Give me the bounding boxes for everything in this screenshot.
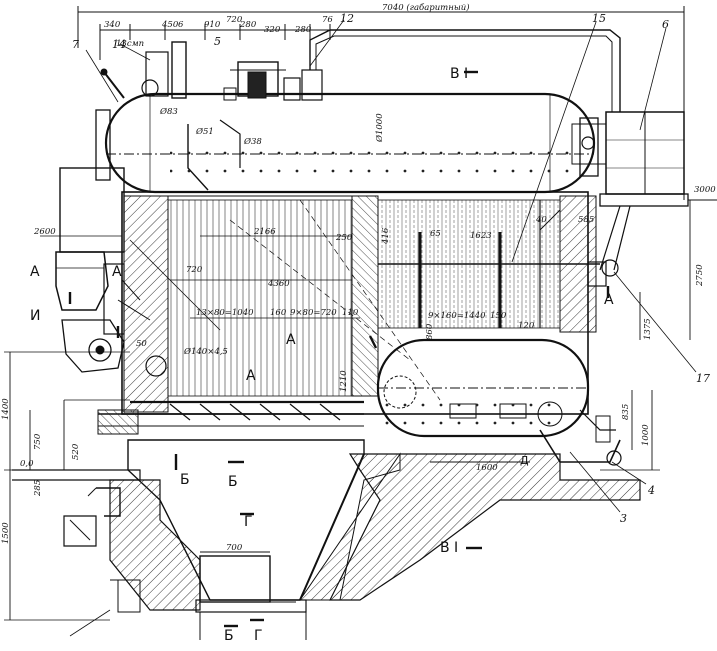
dim-2166: 2166 — [253, 227, 276, 237]
dim-1623: 1623 — [470, 231, 492, 241]
callout-17: 17 — [696, 372, 710, 385]
dim-340: 340 — [104, 20, 121, 30]
section-a-left: А — [30, 264, 40, 280]
dim-150: 150 — [490, 311, 507, 321]
dim-0: 0,0 — [20, 459, 34, 469]
dim-450: 450 — [161, 20, 179, 30]
dim-13x80: 13×80=1040 — [196, 308, 254, 318]
dim-110: 110 — [342, 308, 359, 318]
dim-700: 700 — [226, 543, 243, 553]
section-a-left2: А — [112, 264, 122, 280]
dim-6: 6 — [178, 20, 184, 30]
dim-520: 520 — [71, 443, 81, 460]
section-b2: Б — [228, 474, 238, 490]
dim-13smp: 13смп — [116, 39, 144, 49]
dim-phi51: Ø51 — [195, 126, 214, 137]
section-a-mid: А — [286, 332, 296, 348]
section-a-right: А — [604, 292, 614, 308]
furnace-screen-tubes — [167, 199, 353, 397]
dim-910: 910 — [204, 20, 221, 30]
dim-320: 320 — [264, 25, 281, 35]
dim-120: 120 — [518, 321, 535, 331]
dim-1500: 1500 — [1, 522, 11, 544]
section-i-left: И — [30, 308, 40, 324]
foundation-left — [109, 479, 201, 611]
section-a-mid2: А — [246, 368, 256, 384]
section-b3: Б — [224, 628, 234, 644]
dim-phi1000: Ø1000 — [374, 113, 385, 143]
dim-160: 160 — [270, 308, 287, 318]
dim-1000: 1000 — [641, 424, 651, 446]
dim-2750: 2750 — [695, 264, 705, 287]
dim-416: 416 — [381, 227, 391, 245]
dim-65: 65 — [430, 229, 441, 239]
dim-1400: 1400 — [1, 398, 11, 420]
dim-250: 250 — [335, 233, 353, 243]
dim-750: 750 — [33, 433, 43, 450]
fuel-hopper — [55, 251, 109, 311]
callout-3: 3 — [620, 512, 627, 525]
dim-1210: 1210 — [339, 370, 349, 392]
dim-9x160: 9×160=1440 — [428, 311, 486, 321]
dim-285: 285 — [33, 480, 43, 497]
dim-76: 76 — [322, 15, 333, 25]
dim-phi83: Ø83 — [159, 106, 178, 117]
dim-1375: 1375 — [643, 318, 653, 340]
front-casing — [59, 167, 125, 253]
dim-280: 280 — [239, 20, 257, 30]
callout-5: 5 — [214, 35, 221, 48]
stoker-drive — [61, 319, 125, 373]
callout-14: 14 — [112, 38, 126, 51]
section-g2: Г — [244, 514, 253, 530]
dim-1600: 1600 — [476, 463, 498, 473]
callout-4: 4 — [647, 484, 655, 497]
section-b1: Б — [180, 472, 190, 488]
dim-860: 860 — [425, 323, 435, 340]
dim-3000: 3000 — [694, 185, 716, 195]
foundation-right — [329, 453, 641, 601]
dim-phi140: Ø140×4,5 — [183, 346, 228, 357]
section-g1: Г — [254, 628, 263, 644]
overall-dimension: 7040 (габаритный) — [382, 2, 470, 13]
dim-835: 835 — [621, 404, 631, 420]
section-vi-top: В I — [450, 66, 468, 82]
callout-7: 7 — [72, 38, 79, 51]
dim-4360: 4360 — [267, 279, 290, 289]
callout-15: 15 — [592, 12, 606, 25]
partition-wall — [351, 195, 379, 397]
dim-phi38: Ø38 — [243, 136, 262, 147]
dim-40: 40 — [535, 215, 547, 225]
callout-12: 12 — [340, 12, 354, 25]
safety-valve — [171, 41, 187, 99]
dim-2600: 2600 — [33, 227, 56, 237]
dim-50: 50 — [136, 339, 147, 349]
dim-720: 720 — [186, 265, 203, 275]
steam-pipe — [309, 29, 621, 112]
dim-280b: 280 — [294, 25, 312, 35]
callout-6: 6 — [662, 18, 669, 31]
section-d: Д — [520, 454, 529, 467]
section-vi-bottom: В I — [440, 540, 458, 556]
dim-9x80: 9×80=720 — [290, 308, 337, 318]
dim-585: 585 — [578, 215, 594, 225]
left-brick-wall — [123, 195, 169, 413]
dim-720-top: 720 — [226, 15, 243, 25]
